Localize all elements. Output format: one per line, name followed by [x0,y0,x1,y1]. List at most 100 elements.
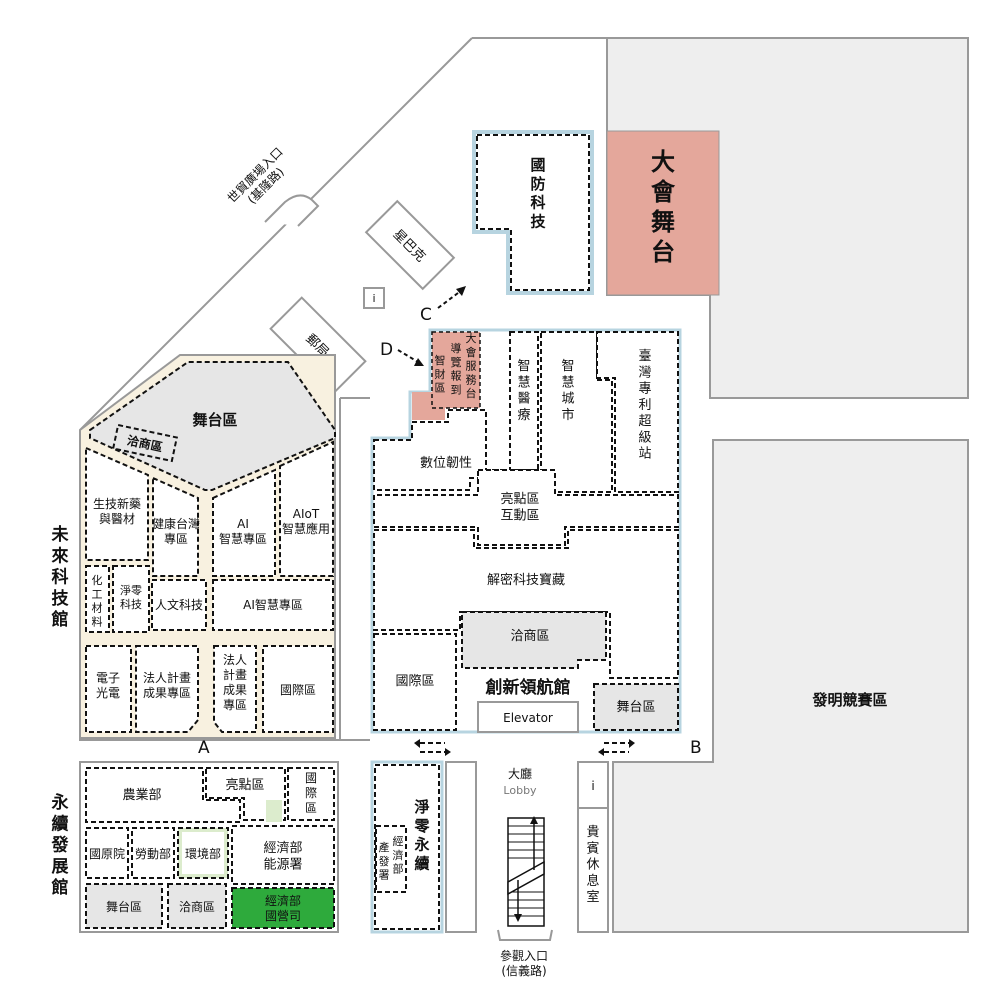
highlight-zone [373,469,679,546]
legal-results-2-label: 法人計畫成果專區 [223,653,247,712]
labor-label: 勞動部 [135,846,171,861]
sustainable-highlight-green [266,800,282,822]
netzero-hall [370,760,477,934]
humanities-zone [151,579,207,631]
industrial-label: 經濟部 [393,834,404,876]
innovation-meeting-label: 洽商區 [510,629,549,644]
future-international-zone [262,645,334,733]
sustainable-international-zone [287,767,335,821]
marker-c: C [420,305,432,325]
aiot-zone [279,440,334,577]
future-tech-hall: 舞台區 洽商區 [79,354,336,739]
humanities-label: 人文科技 [155,597,203,612]
ai-zone-label: AI智慧專區 [243,597,303,612]
vip-room [577,761,609,933]
main-stage [606,130,720,296]
innovation-international-label: 國際區 [395,674,434,689]
elevator [477,701,579,733]
decrypt-zone [373,529,679,679]
innovation-international-zone [373,633,457,731]
sustainable-meeting-zone [167,883,227,929]
highlight-label: 亮點區互動區 [500,491,539,523]
visitor-entrance-bracket [497,929,553,941]
health-tw-zone [152,476,199,577]
digital-resilience-label: 數位韌性 [420,456,472,471]
sustainable-hall [79,761,339,933]
elevator-label: Elevator [503,711,553,725]
sustainable-title: 永續發展館 [51,792,69,898]
future-stage-label: 舞台區 [192,411,237,429]
smart-medical-label: 智慧醫療 [517,359,530,423]
tw-patent-zone [596,331,679,493]
marker-b: B [690,738,702,758]
lobby-label: 大廳 [508,766,532,781]
invention-hall-title: 發明競賽區 [811,691,887,709]
energy-label: 經濟部能源署 [263,840,302,872]
guide-report-label: 導覽報到 [451,341,462,396]
marker-d: D [380,340,393,360]
sustainable-stage-label: 舞台區 [106,899,142,914]
health-tw-label: 健康台灣專區 [152,516,200,546]
legal-results-label: 法人計畫成果專區 [143,670,191,700]
legal-results-zone [135,645,199,733]
cpc-label: 經濟部國營司 [265,893,301,923]
innovation-stage-label: 舞台區 [616,700,655,715]
door-arrows-right [598,739,635,756]
tw-patent-label: 臺灣專利超級站 [638,349,651,462]
sustainable-meeting-label: 洽商區 [179,899,215,914]
electronics-zone [85,645,132,733]
innovation-meeting-zone [461,611,607,669]
arrow-d-head [414,358,424,366]
sustainable-highlight-zone [205,767,286,821]
world-trade-entrance [264,194,320,227]
environment-label: 環境部 [185,846,221,861]
info-booth-label: i [372,292,375,305]
defense-zone-label: 國防科技 [530,156,546,230]
innovation-hall [370,328,682,734]
smart-medical-zone [509,331,539,471]
escalator [507,816,545,927]
defense-zone [472,130,594,295]
netzero-hall-title: 淨零永續 [413,798,430,872]
arrow-c-head [456,286,466,296]
future-meeting-label: 洽商區 [126,432,164,454]
labor-zone [131,827,175,879]
door-arrows-left [414,739,451,756]
info-booth [363,287,385,309]
marker-a: A [198,738,210,758]
industrial-zone [375,825,407,893]
sustainable-international-label: 國際區 [305,771,317,815]
vip-room-label: 貴賓休息室 [586,825,599,905]
ai-wisdom-zone [212,468,276,577]
netzero-label: 淨零科技 [120,584,142,611]
netzero-side-corridor [445,761,477,933]
sustainable-highlight-label: 亮點區 [225,777,264,793]
cpc-zone [231,887,335,929]
ai-zone [212,579,334,631]
service-desk [412,332,480,420]
ip-zone-label: 智財區 [435,353,446,395]
biotech-label: 生技新藥與醫材 [93,496,141,526]
chem-zone [85,565,110,633]
agriculture-zone [85,767,241,823]
main-stage-label: 大會舞台 [651,148,676,266]
decrypt-label: 解密科技寶藏 [487,572,565,588]
arrow-d [397,349,419,363]
innovation-stage-zone [593,683,679,731]
future-tech-title: 未來科技館 [51,524,70,630]
agriculture-label: 農業部 [122,787,161,803]
chem-label: 化工材料 [92,573,103,628]
future-stage [89,361,336,491]
visitor-entrance-label: 參觀入口(信義路) [500,948,548,978]
innovation-title: 創新領航館 [485,677,571,698]
starbucks: 星巴克 [364,199,456,291]
biotech-zone [85,446,149,561]
energy-zone [231,825,335,885]
future-international-label: 國際區 [280,683,316,697]
vip-info-label: i [591,779,594,793]
electronics-label: 電子光電 [96,671,120,700]
netzero-zone [112,565,150,633]
top-right-hall [472,37,969,399]
